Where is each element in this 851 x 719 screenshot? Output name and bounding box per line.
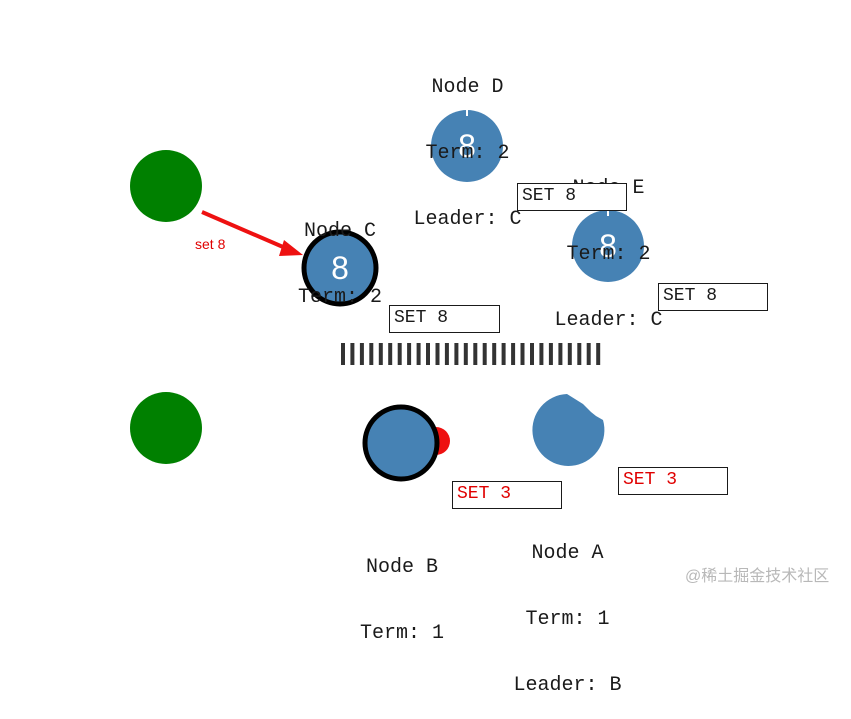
node-e-label: Node E Term: 2 Leader: C	[541, 134, 676, 354]
node-d-term: Term: 2	[425, 142, 510, 165]
node-b-label: Node B Term: 1	[342, 513, 462, 667]
node-e-circle[interactable]	[572, 210, 644, 282]
partition-dash	[539, 343, 544, 365]
client-bottom[interactable]	[130, 392, 202, 464]
partition-dash	[520, 343, 525, 365]
partition-dash	[577, 343, 582, 365]
message-set-3-to-a: SET 3	[452, 481, 562, 509]
node-a-name: Node A	[531, 542, 604, 565]
partition-dash	[492, 343, 497, 365]
node-d-value: 8	[458, 128, 476, 164]
partition-dash	[511, 343, 516, 365]
partition-dash	[416, 343, 421, 365]
node-d-name: Node D	[431, 76, 504, 99]
partition-dash	[378, 343, 383, 365]
partition-dash	[388, 343, 393, 365]
watermark: @稀土掘金技术社区	[685, 568, 830, 585]
arrow-label: set 8	[195, 236, 226, 252]
diagram-canvas: 8 8 8	[130, 110, 644, 482]
partition-dash	[397, 343, 402, 365]
message-set-8-to-partition: SET 8	[389, 305, 500, 333]
network-partition	[341, 343, 601, 365]
node-b-circle[interactable]	[362, 404, 440, 482]
node-d-circle[interactable]	[431, 110, 503, 182]
partition-dash	[359, 343, 364, 365]
partition-dash	[454, 343, 459, 365]
partition-dash	[350, 343, 355, 365]
node-e-leader: Leader: C	[554, 309, 663, 332]
client-top[interactable]	[130, 150, 202, 222]
partition-dash	[567, 343, 572, 365]
node-c-term: Term: 2	[297, 286, 382, 309]
node-a-label: Node A Term: 1 Leader: B	[500, 499, 635, 719]
partition-dash	[482, 343, 487, 365]
node-e-value: 8	[599, 228, 617, 264]
partition-dash	[463, 343, 468, 365]
partition-dash	[426, 343, 430, 365]
node-e-term: Term: 2	[566, 243, 651, 266]
node-b-term: Term: 1	[359, 622, 444, 645]
node-c-label: Node C Term: 2	[280, 177, 400, 331]
partition-dash	[341, 343, 345, 365]
node-d-leader: Leader: C	[413, 208, 522, 231]
node-d-label: Node D Term: 2 Leader: C	[400, 33, 535, 253]
partition-dash	[596, 343, 601, 365]
partition-dash	[586, 343, 591, 365]
message-set-8-from-e: SET 8	[658, 283, 768, 311]
node-b-name: Node B	[365, 556, 438, 579]
message-set-8-to-e: SET 8	[517, 183, 627, 211]
node-a-leader: Leader: B	[513, 674, 622, 697]
node-c-value: 8	[331, 250, 349, 286]
node-a-term: Term: 1	[525, 608, 610, 631]
node-c-circle[interactable]	[301, 229, 379, 307]
partition-dash	[558, 343, 563, 365]
message-set-3-from-a: SET 3	[618, 467, 728, 495]
partition-dash	[407, 343, 412, 365]
node-a-circle[interactable]	[532, 394, 605, 466]
node-c-name: Node C	[303, 220, 376, 243]
partition-dash	[369, 343, 374, 365]
partition-dash	[530, 343, 534, 365]
partition-dash	[435, 343, 440, 365]
partition-dash	[473, 343, 478, 365]
partition-dash	[501, 343, 506, 365]
client-request-arrow	[201, 210, 303, 256]
partition-dash	[548, 343, 553, 365]
partition-dash	[444, 343, 449, 365]
